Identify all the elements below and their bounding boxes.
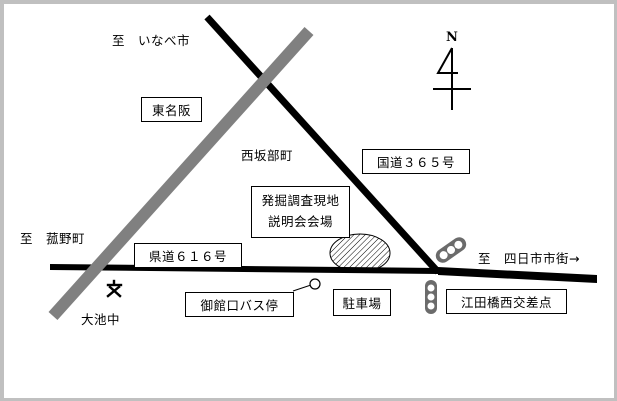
traffic-light-icon	[425, 280, 437, 314]
north-label: N	[446, 30, 458, 45]
direction-to-yokkaichi: 至 四日市市街→	[478, 251, 580, 266]
prefectural-route-label-text: 県道６１６号	[148, 249, 227, 264]
expressway-label-text: 東名阪	[151, 103, 191, 118]
excavation-site-area[interactable]	[329, 233, 391, 273]
north-arrow-icon	[433, 47, 471, 110]
national-road-365	[204, 14, 441, 275]
school-symbol-icon	[106, 279, 123, 298]
town-label-nishisakabe: 西坂部町	[241, 148, 294, 163]
bus-stop-label[interactable]: 御館口バス停	[185, 292, 294, 317]
school-label-oike-junior-high: 大池中	[81, 312, 121, 327]
prefectural-road-616	[50, 264, 597, 283]
intersection-label: 江田橋西交差点	[446, 289, 567, 314]
venue-label-line2: 説明会会場	[267, 214, 333, 230]
expressway-higashi-meihan	[48, 26, 314, 321]
parking-label-text: 駐車場	[342, 296, 382, 311]
direction-to-inabe: 至 いなべ市	[112, 33, 191, 48]
venue-label[interactable]: 発掘調査現地 説明会会場	[251, 186, 350, 238]
venue-label-line1: 発掘調査現地	[261, 193, 340, 209]
intersection-label-text: 江田橋西交差点	[460, 295, 552, 310]
bus-stop-label-text: 御館口バス停	[200, 298, 279, 313]
national-route-label: 国道３６５号	[362, 149, 470, 174]
expressway-label: 東名阪	[141, 97, 202, 122]
traffic-light-icon	[435, 237, 467, 263]
national-route-label-text: 国道３６５号	[376, 155, 455, 170]
bus-stop-marker[interactable]	[292, 278, 321, 292]
prefectural-route-label: 県道６１６号	[134, 243, 242, 268]
parking-label[interactable]: 駐車場	[333, 289, 391, 316]
direction-to-komono: 至 菰野町	[20, 231, 86, 246]
